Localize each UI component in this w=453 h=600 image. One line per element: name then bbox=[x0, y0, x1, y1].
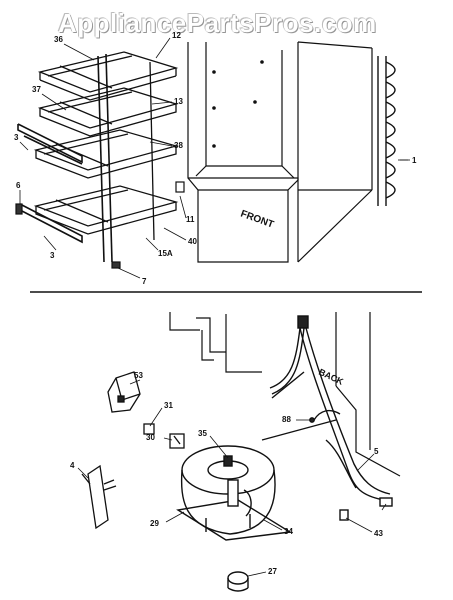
front-label: FRONT bbox=[239, 208, 275, 230]
lower-callouts: 53 31 35 30 88 4 5 29 34 43 27 bbox=[70, 371, 383, 576]
callout-12: 12 bbox=[172, 31, 181, 40]
callout-35: 35 bbox=[198, 429, 207, 438]
callout-34: 34 bbox=[284, 527, 293, 536]
watermark: AppliancePartsPros.com bbox=[58, 8, 377, 38]
callout-38: 38 bbox=[174, 141, 183, 150]
callout-30: 30 bbox=[146, 433, 155, 442]
condenser-coil bbox=[377, 56, 410, 206]
callout-3-bottom: 3 bbox=[50, 251, 55, 260]
callout-53: 53 bbox=[134, 371, 143, 380]
callout-4: 4 bbox=[70, 461, 75, 470]
compressor bbox=[176, 445, 293, 592]
callout-40: 40 bbox=[188, 237, 197, 246]
callout-36: 36 bbox=[54, 35, 63, 44]
wire-shelves bbox=[33, 51, 179, 263]
callout-29: 29 bbox=[150, 519, 159, 528]
callout-3-top: 3 bbox=[14, 133, 19, 142]
callout-6: 6 bbox=[16, 181, 21, 190]
callout-11: 11 bbox=[186, 215, 195, 224]
cabinet-liner bbox=[187, 41, 373, 263]
callout-88: 88 bbox=[282, 415, 291, 424]
callout-5: 5 bbox=[374, 447, 379, 456]
callout-15a: 15A bbox=[158, 249, 173, 258]
small-clips bbox=[15, 181, 185, 269]
callout-1: 1 bbox=[412, 156, 417, 165]
callout-7: 7 bbox=[142, 277, 147, 286]
callout-31: 31 bbox=[164, 401, 173, 410]
relay-overload bbox=[107, 371, 185, 449]
upper-leader-lines bbox=[19, 37, 408, 279]
lower-leader-lines bbox=[77, 379, 387, 577]
wiring-harness bbox=[269, 315, 393, 521]
upper-callouts: 36 12 37 13 3 38 1 6 11 40 3 15A 7 bbox=[14, 31, 417, 286]
callout-43: 43 bbox=[374, 529, 383, 538]
callout-37: 37 bbox=[32, 85, 41, 94]
callout-13: 13 bbox=[174, 97, 183, 106]
callout-27: 27 bbox=[268, 567, 277, 576]
cabinet-back bbox=[169, 312, 401, 477]
dryer-filter bbox=[81, 464, 117, 530]
